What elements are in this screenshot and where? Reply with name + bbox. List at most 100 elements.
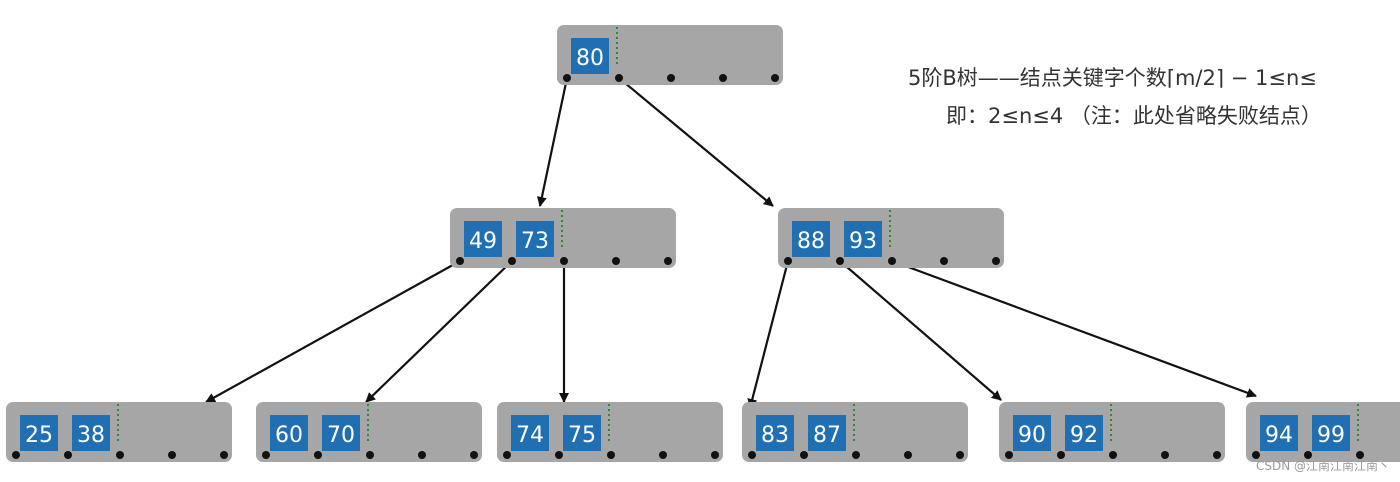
pointer-dot [836,257,844,265]
key-box [464,221,502,257]
pointer-dot [508,257,516,265]
key-box [792,221,830,257]
key-value: 80 [576,46,604,71]
key-value: 25 [25,423,53,448]
node-leaf-5: 94 99 [1246,402,1400,462]
key-box [1260,415,1298,451]
pointer-dot [711,451,719,459]
edge-root-to-level2-1 [618,77,774,207]
edge-level2-0-to-leaf-0 [205,260,461,403]
node-level2-1: 88 93 [778,208,1004,268]
pointer-dot [1057,451,1065,459]
key-box [571,38,609,74]
key-value: 70 [327,423,355,448]
edge-level2-1-to-leaf-3 [747,260,790,409]
edge-level2-1-to-leaf-5 [891,259,1257,398]
key-value: 93 [849,229,877,254]
pointer-dot [888,257,896,265]
pointer-dot [563,74,571,82]
pointer-dot [607,451,615,459]
key-value: 49 [469,229,497,254]
pointer-dot [12,451,20,459]
pointer-dot [116,451,124,459]
key-box [322,415,360,451]
pointer-dot [612,257,620,265]
pointer-dot [956,451,964,459]
edges [205,77,1257,409]
key-value: 74 [516,423,544,448]
key-box [516,221,554,257]
pointer-dot [470,451,478,459]
key-value: 60 [275,423,303,448]
pointer-dot [1356,451,1364,459]
pointer-dot [667,74,675,82]
node-leaf-0: 25 38 [6,402,232,462]
edge-level2-1-to-leaf-4 [839,260,1002,401]
pointer-dot [168,451,176,459]
pointer-dot [555,451,563,459]
pointer-dot [220,451,228,459]
pointer-dot [659,451,667,459]
key-value: 38 [77,423,105,448]
pointer-dot [664,257,672,265]
pointer-dot [418,451,426,459]
pointer-dot [1213,451,1221,459]
pointer-dot [314,451,322,459]
pointer-dot [262,451,270,459]
key-box [756,415,794,451]
key-value: 92 [1070,423,1098,448]
node-leaf-4: 90 92 [999,402,1225,462]
edge-level2-0-to-leaf-1 [365,260,513,403]
key-value: 99 [1317,423,1345,448]
pointer-dot [503,451,511,459]
pointer-dot [748,451,756,459]
key-value: 88 [797,229,825,254]
key-value: 83 [761,423,789,448]
pointer-dot [800,451,808,459]
pointer-dot [1161,451,1169,459]
key-box [270,415,308,451]
pointer-dot [992,257,1000,265]
pointer-dot [719,74,727,82]
key-box [1013,415,1051,451]
node-box [999,402,1225,462]
key-value: 94 [1265,423,1293,448]
node-box [557,25,783,85]
node-box [256,402,482,462]
node-box [497,402,723,462]
node-level2-0: 49 73 [450,208,676,268]
key-box [563,415,601,451]
key-value: 75 [568,423,596,448]
caption-line-2: 即：2≤n≤4 （注：此处省略失败结点） [946,104,1322,128]
node-box [450,208,676,268]
key-value: 73 [521,229,549,254]
key-box [1312,415,1350,451]
pointer-dot [852,451,860,459]
pointer-dot [904,451,912,459]
pointer-dot [1005,451,1013,459]
pointer-dot [771,74,779,82]
caption-line-1: 5阶B树——结点关键字个数⌈m/2⌉ − 1≤n≤ [908,66,1317,90]
key-box [511,415,549,451]
pointer-dot [1109,451,1117,459]
pointer-dot [940,257,948,265]
node-leaf-1: 60 70 [256,402,482,462]
node-root: 80 [557,25,783,85]
key-box [1065,415,1103,451]
node-leaf-2: 74 75 [497,402,723,462]
key-box [20,415,58,451]
node-box [6,402,232,462]
key-box [72,415,110,451]
node-box [742,402,968,462]
pointer-dot [1252,451,1260,459]
pointer-dot [366,451,374,459]
node-box [778,208,1004,268]
watermark: CSDN @江南江南江南丶 [1255,459,1390,473]
key-value: 90 [1018,423,1046,448]
pointer-dot [456,257,464,265]
pointer-dot [615,74,623,82]
pointer-dot [560,257,568,265]
